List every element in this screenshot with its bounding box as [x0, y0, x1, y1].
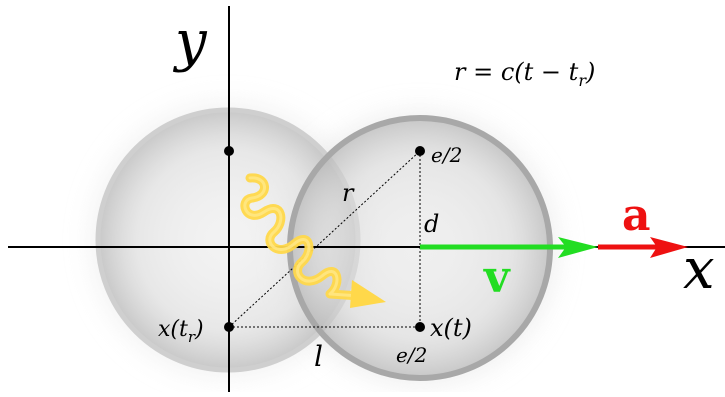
- acceleration-arrow: [598, 237, 688, 258]
- equation-main: r = c(t − t: [454, 58, 579, 86]
- velocity-arrow: [420, 237, 598, 258]
- bottom-charge-label: e/2: [396, 343, 427, 367]
- point-y-axis: [224, 146, 234, 156]
- svg-text:r = c(t − tr): r = c(t − tr): [454, 58, 595, 90]
- equation-label: r = c(t − tr): [454, 58, 595, 90]
- x-tr-close: ): [194, 317, 204, 342]
- l-label: l: [314, 340, 323, 373]
- top-charge-label: e/2: [431, 143, 462, 167]
- r-label: r: [342, 179, 355, 207]
- r-dotted-line: [228, 150, 421, 328]
- d-label: d: [424, 210, 439, 238]
- point-top-charge: [415, 146, 425, 156]
- acceleration-label: a: [622, 190, 651, 241]
- photon-icon: [240, 173, 386, 308]
- x-t-label: x(t): [430, 314, 472, 342]
- velocity-label: v: [483, 252, 511, 303]
- x-tr-main: x(t: [158, 317, 188, 342]
- svg-text:x(tr): x(tr): [158, 317, 204, 346]
- y-axis-label: y: [172, 9, 208, 74]
- point-x-tr: [224, 322, 234, 332]
- point-bottom-charge: [415, 322, 425, 332]
- x-tr-subscript: r: [188, 328, 196, 346]
- x-axis-label: x: [683, 237, 715, 302]
- equation-close: ): [585, 58, 595, 86]
- x-tr-label: x(tr): [158, 317, 204, 346]
- equation-subscript: r: [578, 71, 587, 90]
